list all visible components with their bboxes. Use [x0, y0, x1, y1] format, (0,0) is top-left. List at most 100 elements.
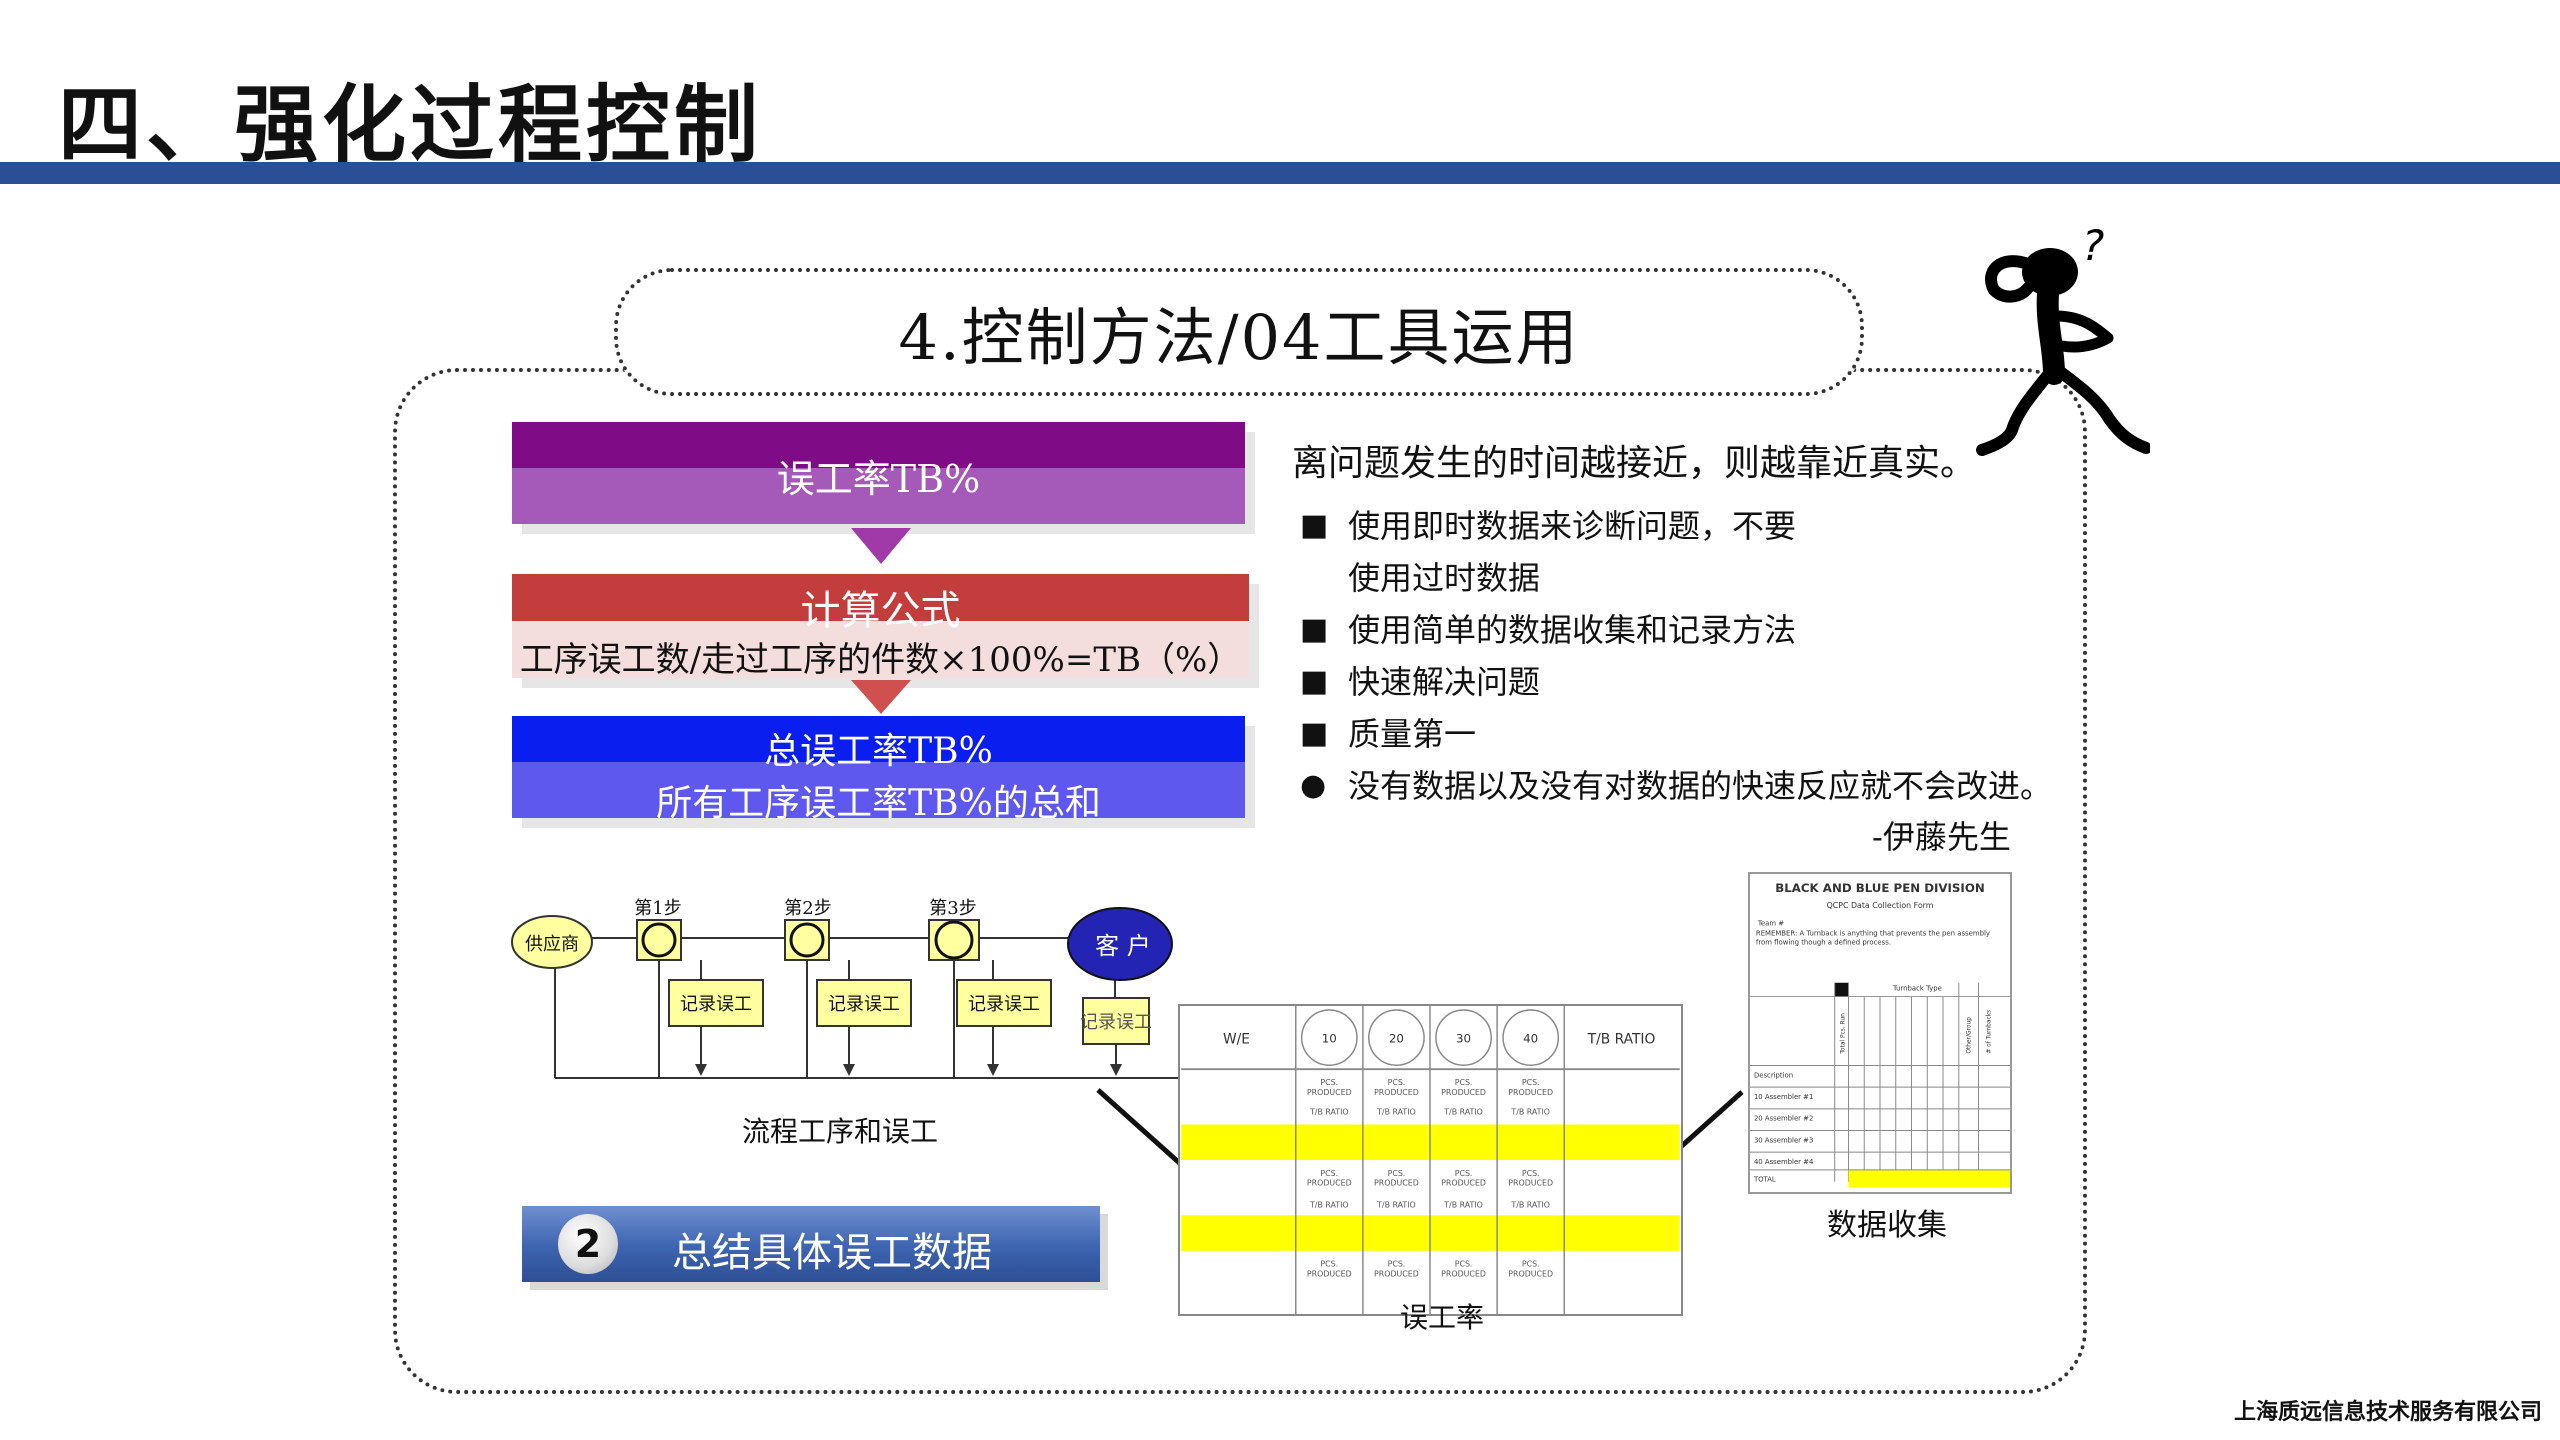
bullet-item: ● 没有数据以及没有对数据的快速反应就不会改进。	[1300, 760, 2052, 812]
cell-text: PRODUCED	[1374, 1088, 1419, 1097]
section-header: 4.控制方法/04工具运用	[614, 268, 1864, 396]
flow-caption: 流程工序和误工	[742, 1115, 939, 1148]
formula-bar: 计算公式 工序误工数/走过工序的件数×100%=TB（%）	[512, 574, 1249, 680]
form-remember: REMEMBER: A Turnback is anything that pr…	[1755, 929, 1990, 947]
bullet-text: 使用即时数据来诊断问题，不要	[1348, 507, 1797, 545]
svg-text:?: ?	[2082, 221, 2104, 270]
total-tb-desc: 所有工序误工率TB%的总和	[656, 783, 1101, 824]
cell-text: PCS.	[1388, 1260, 1406, 1269]
bullet-list: ■ 使用即时数据来诊断问题，不要 使用过时数据 ■ 使用简单的数据收集和记录方法 ■…	[1300, 500, 2052, 812]
cell-text: PCS.	[1522, 1078, 1540, 1087]
step-3-label: 第3步	[929, 898, 976, 919]
cell-text: PCS.	[1455, 1260, 1473, 1269]
bullet-item: ■ 快速解决问题	[1300, 656, 2052, 708]
cell-text: PRODUCED	[1441, 1179, 1486, 1188]
bullet-marker: ■	[1300, 716, 1329, 751]
step-1: 第1步 记录误工	[634, 898, 764, 1078]
cell-text: PRODUCED	[1307, 1269, 1352, 1278]
formula-text: 工序误工数/走过工序的件数×100%=TB（%）	[519, 640, 1242, 680]
step-3: 第3步 记录误工	[928, 898, 1052, 1078]
step-1-label: 第1步	[634, 898, 681, 919]
intro-text: 离问题发生的时间越接近，则越靠近真实。	[1292, 443, 1977, 484]
col-10: 10	[1322, 1032, 1337, 1046]
col-20: 20	[1389, 1032, 1404, 1046]
bullet-text: 使用简单的数据收集和记录方法	[1348, 611, 1797, 649]
process-flow-diagram: 供应商 第1步 记录误工 第2步 记录误工 第3步 记录误工 客 户 记录	[511, 898, 1185, 1079]
col-30: 30	[1456, 1032, 1471, 1046]
cell-text: PRODUCED	[1307, 1179, 1352, 1188]
step-2: 第2步 记录误工	[784, 898, 912, 1078]
cell-text: PCS.	[1455, 1078, 1473, 1087]
cell-text: PCS.	[1455, 1169, 1473, 1178]
summary-label: 总结具体误工数据	[672, 1230, 992, 1276]
cell-text: PCS.	[1320, 1260, 1338, 1269]
cell-text: PRODUCED	[1374, 1269, 1419, 1278]
cell-text: PRODUCED	[1508, 1179, 1553, 1188]
cell-text: PCS.	[1388, 1169, 1406, 1178]
data-collection-form: BLACK AND BLUE PEN DIVISION QCPC Data Co…	[1748, 872, 2012, 1194]
total-tb-bar: 总误工率TB% 所有工序误工率TB%的总和	[512, 716, 1245, 824]
customer-label: 客 户	[1095, 932, 1151, 960]
total-tb-title: 总误工率TB%	[764, 731, 993, 772]
cell-text: PCS.	[1522, 1169, 1540, 1178]
form-right-col1: Other/Group	[1967, 1017, 1973, 1054]
form-row: 10 Assembler #1	[1754, 1093, 1813, 1101]
record-label: 记录误工	[828, 994, 900, 1015]
cell-text: PRODUCED	[1508, 1269, 1553, 1278]
form-type: Turnback Type	[1892, 985, 1942, 993]
quote-author: -伊藤先生	[1872, 818, 2011, 856]
form-subtitle: QCPC Data Collection Form	[1827, 901, 1934, 910]
title-underline-bar	[0, 162, 2560, 184]
form-row: 30 Assembler #3	[1754, 1136, 1813, 1144]
bullet-item: ■质量第一	[1300, 708, 2052, 760]
section-header-text: 4.控制方法/04工具运用	[898, 301, 1580, 374]
step-2-label: 第2步	[784, 898, 831, 919]
bullet-item: ■ 使用即时数据来诊断问题，不要	[1300, 500, 2052, 552]
form-row: 40 Assembler #4	[1754, 1158, 1813, 1166]
bullet-marker: ■	[1300, 508, 1329, 543]
cell-text: T/B RATIO	[1510, 1108, 1550, 1117]
cell-text: T/B RATIO	[1309, 1108, 1349, 1117]
cell-text: PRODUCED	[1374, 1179, 1419, 1188]
bullet-item: ■ 使用简单的数据收集和记录方法	[1300, 604, 2052, 656]
cell-text: T/B RATIO	[1510, 1200, 1550, 1209]
bullet-marker: ■	[1300, 664, 1329, 699]
bullet-text: 没有数据以及没有对数据的快速反应就不会改进。	[1348, 767, 2053, 805]
summary-data-button[interactable]: 2 总结具体误工数据	[522, 1206, 1100, 1282]
form-team: Team #	[1757, 920, 1784, 928]
customer-node	[1067, 907, 1173, 981]
cell-text: PCS.	[1320, 1078, 1338, 1087]
form-row: TOTAL	[1753, 1176, 1776, 1184]
tb-table-caption: 误工率	[1400, 1301, 1485, 1334]
page-title: 四、强化过程控制	[58, 76, 763, 174]
cell-text: T/B RATIO	[1309, 1200, 1349, 1209]
company-footer: 上海质远信息技术服务有限公司	[2233, 1400, 2542, 1425]
tb-ratio-table: W/E T/B RATIO 10 20 30 40 PCS.PRODUCEDT/…	[1178, 1004, 1683, 1316]
formula-title: 计算公式	[800, 588, 961, 634]
cell-text: T/B RATIO	[1376, 1108, 1416, 1117]
down-arrow-icon	[851, 528, 911, 564]
record-label: 记录误工	[1080, 1012, 1152, 1033]
cell-text: PRODUCED	[1441, 1269, 1486, 1278]
we-header: W/E	[1223, 1032, 1250, 1048]
form-caption: 数据收集	[1827, 1208, 1947, 1243]
bullet-marker: ●	[1300, 768, 1327, 803]
form-row: 20 Assembler #2	[1754, 1115, 1813, 1123]
supplier-label: 供应商	[525, 934, 579, 955]
form-left-col: Total Pcs. Run	[1841, 1013, 1847, 1055]
bullet-item: 使用过时数据	[1300, 552, 2052, 604]
cell-text: T/B RATIO	[1443, 1108, 1483, 1117]
bullet-marker: ■	[1300, 612, 1329, 647]
form-right-col2: # of Turnbacks	[1986, 1010, 1992, 1054]
bullet-text: 使用过时数据	[1348, 559, 1541, 597]
cell-text: PCS.	[1388, 1078, 1406, 1087]
cell-text: T/B RATIO	[1443, 1200, 1483, 1209]
cell-text: PCS.	[1320, 1169, 1338, 1178]
thinking-figure-icon: ?	[1976, 221, 2150, 456]
form-title: BLACK AND BLUE PEN DIVISION	[1775, 881, 1984, 895]
cell-text: PRODUCED	[1508, 1088, 1553, 1097]
cell-text: PRODUCED	[1441, 1088, 1486, 1097]
tb-rate-label: 误工率TB%	[776, 457, 981, 501]
down-arrow-icon	[851, 680, 911, 714]
bullet-text: 快速解决问题	[1348, 663, 1541, 701]
